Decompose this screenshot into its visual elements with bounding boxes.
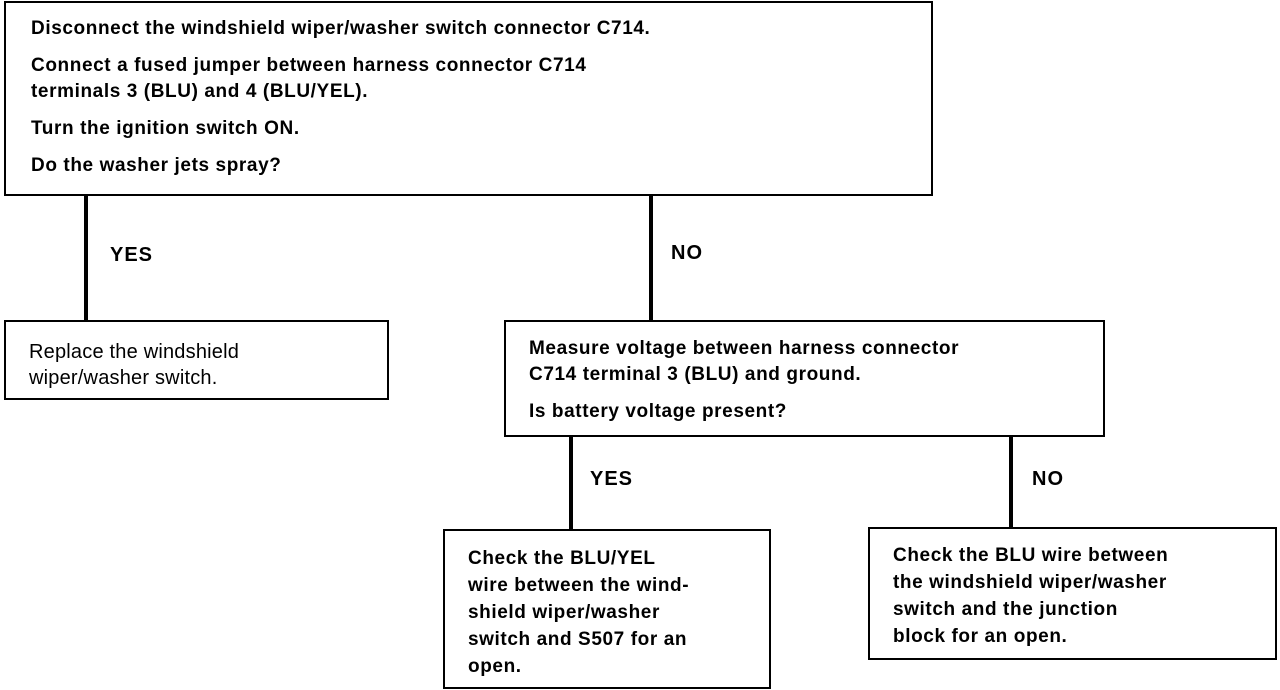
measure-voltage-box: Measure voltage between harness connecto… [504,320,1105,437]
step-text-line: wiper/washer switch. [29,367,218,389]
check-blu-wire-box: Check the BLU wire between the windshiel… [868,527,1277,660]
step-text-line: block for an open. [893,626,1068,647]
step-text-line: Check the BLU wire between [893,545,1169,566]
step-text-line: Replace the windshield [29,341,240,363]
replace-switch-box: Replace the windshield wiper/washer swit… [4,320,389,400]
connector-measure-to-check-blu-yel [569,437,573,529]
step-text-line: switch and S507 for an [468,629,688,650]
branch-label-measure-no: NO [1032,468,1064,490]
step-text-line: shield wiper/washer [468,602,660,623]
step-text-line: Measure voltage between harness connecto… [529,338,960,359]
step-text-line: Check the BLU/YEL [468,548,656,569]
step-text-line: open. [468,656,522,677]
step-text-line: C714 terminal 3 (BLU) and ground. [529,364,862,385]
step-text-line: terminals 3 (BLU) and 4 (BLU/YEL). [31,81,369,102]
connector-start-to-measure [649,196,653,320]
step-question-line: Do the washer jets spray? [31,155,282,176]
step-text-line: Connect a fused jumper between harness c… [31,55,587,76]
step-text-line: the windshield wiper/washer [893,572,1167,593]
step-text-line: Disconnect the windshield wiper/washer s… [31,18,651,39]
connector-measure-to-check-blu [1009,437,1013,527]
branch-label-start-yes: YES [110,244,154,266]
check-blu-yel-wire-box: Check the BLU/YEL wire between the wind-… [443,529,771,689]
branch-label-start-no: NO [671,242,703,264]
step-text-line: Turn the ignition switch ON. [31,118,300,139]
start-step-box: Disconnect the windshield wiper/washer s… [4,1,933,196]
step-text-line: wire between the wind- [468,575,690,596]
connector-start-to-replace [84,196,88,320]
step-text-line: switch and the junction [893,599,1118,620]
branch-label-measure-yes: YES [590,468,634,490]
step-question-line: Is battery voltage present? [529,401,787,422]
